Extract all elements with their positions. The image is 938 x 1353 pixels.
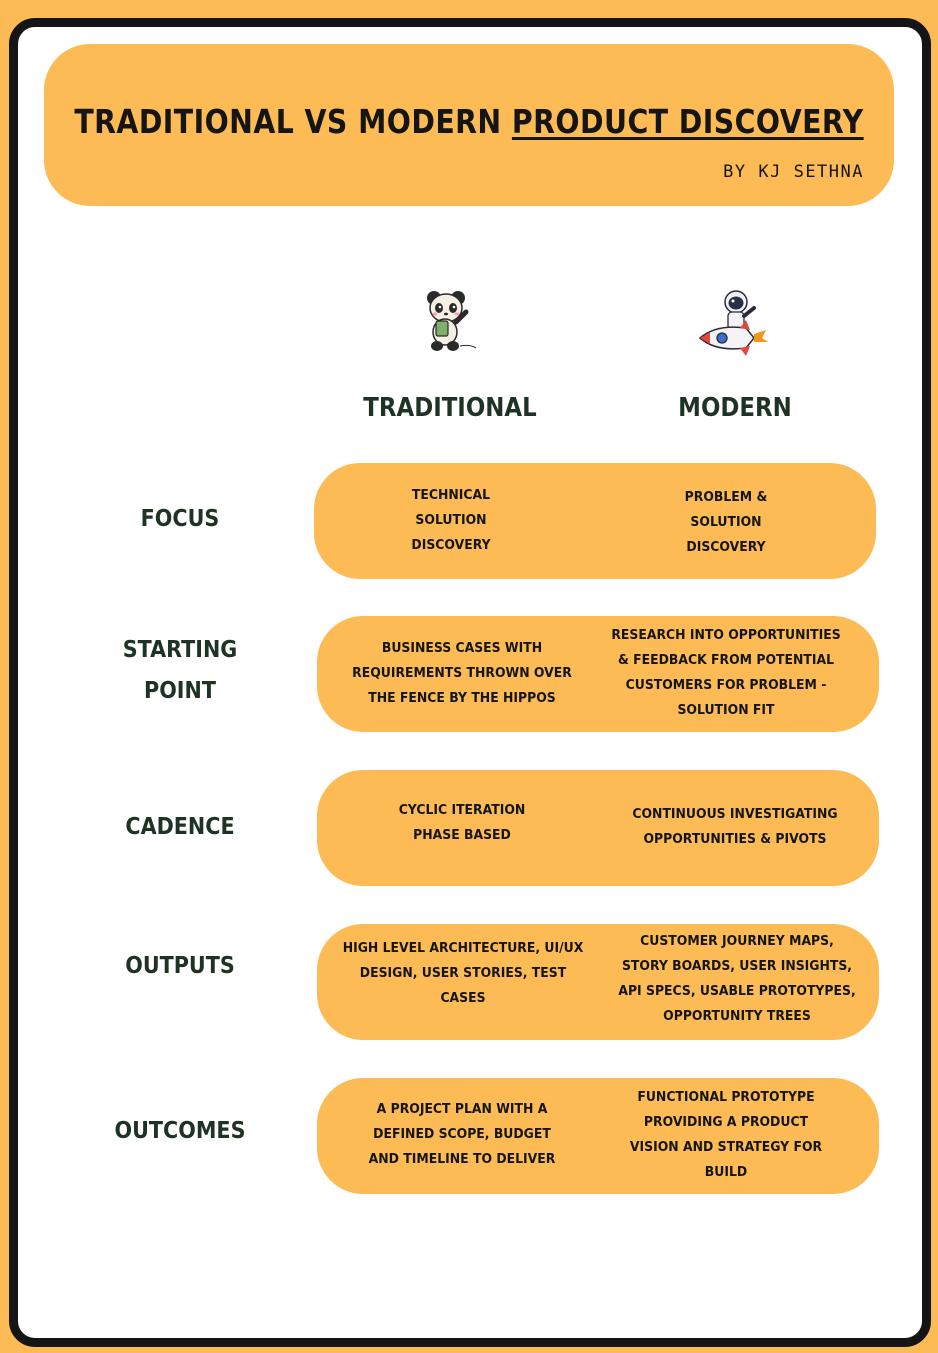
row-label-outcomes: OUTCOMES — [114, 1118, 246, 1144]
row-pill-starting-point — [317, 616, 879, 732]
column-header-modern: MODERN — [678, 393, 792, 423]
page-title: TRADITIONAL VS MODERN PRODUCT DISCOVERY — [66, 102, 873, 141]
panda-icon — [427, 291, 477, 351]
author-byline: BY KJ SETHNA — [723, 162, 864, 182]
astronaut-rocket-icon — [698, 290, 768, 356]
row-pill-outcomes — [317, 1078, 879, 1194]
cadence-modern-text: CONTINUOUS INVESTIGATING OPPORTUNITIES &… — [632, 806, 838, 847]
row-pill-outputs — [317, 924, 879, 1040]
row-label-starting-point: STARTING POINT — [122, 637, 238, 704]
row-label-outputs: OUTPUTS — [125, 953, 235, 979]
row-label-cadence: CADENCE — [125, 814, 235, 840]
focus-modern-text: PROBLEM & SOLUTION DISCOVERY — [684, 489, 768, 555]
outputs-modern-text: CUSTOMER JOURNEY MAPS, STORY BOARDS, USE… — [618, 933, 856, 1024]
cadence-traditional-text: CYCLIC ITERATION PHASE BASED — [398, 802, 526, 843]
outputs-traditional-text: HIGH LEVEL ARCHITECTURE, UI/UX DESIGN, U… — [342, 940, 584, 1006]
header-banner — [44, 44, 894, 206]
title-plain: TRADITIONAL VS MODERN — [74, 102, 512, 141]
outcomes-traditional-text: A PROJECT PLAN WITH A DEFINED SCOPE, BUD… — [368, 1101, 556, 1167]
starting-point-traditional-text: BUSINESS CASES WITH REQUIREMENTS THROWN … — [352, 640, 572, 706]
title-underlined: PRODUCT DISCOVERY — [511, 102, 864, 141]
focus-traditional-text: TECHNICAL SOLUTION DISCOVERY — [411, 487, 491, 553]
column-header-traditional: TRADITIONAL — [363, 393, 537, 423]
starting-point-modern-text: RESEARCH INTO OPPORTUNITIES & FEEDBACK F… — [611, 627, 841, 718]
row-pill-focus — [314, 463, 876, 579]
row-label-focus: FOCUS — [140, 506, 220, 532]
outcomes-modern-text: FUNCTIONAL PROTOTYPE PROVIDING A PRODUCT… — [629, 1089, 823, 1180]
row-pill-cadence — [317, 770, 879, 886]
